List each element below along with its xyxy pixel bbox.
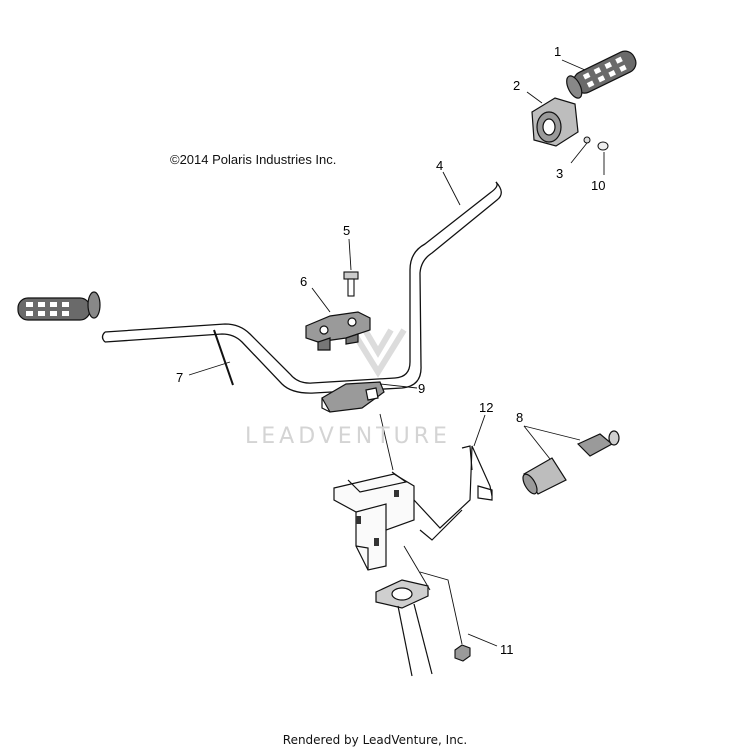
callout-4: 4 [436, 158, 443, 173]
steering-post [375, 579, 433, 677]
right-grip [566, 50, 637, 99]
leader-lines [188, 59, 605, 647]
watermark-emblem [349, 328, 407, 378]
bolt [343, 271, 359, 297]
set-screw [583, 136, 591, 144]
copyright-notice: ©2014 Polaris Industries Inc. [170, 152, 337, 167]
callout-12: 12 [479, 400, 493, 415]
callout-11: 11 [500, 642, 514, 657]
callout-8: 8 [516, 410, 523, 425]
callout-1: 1 [554, 44, 561, 59]
callout-9: 9 [418, 381, 425, 396]
lower-clamp [321, 381, 385, 413]
left-grip [17, 291, 101, 321]
callout-10: 10 [591, 178, 605, 193]
handlebar [101, 181, 502, 394]
callout-2: 2 [513, 78, 520, 93]
cable-tie [213, 329, 234, 386]
throttle-block [531, 97, 579, 147]
callout-5: 5 [343, 223, 350, 238]
plug-cap [597, 141, 609, 151]
mounting-bracket [333, 445, 493, 571]
callout-6: 6 [300, 274, 307, 289]
watermark-text: LEADVENTURE [245, 424, 451, 449]
bar-end-weight [522, 430, 620, 495]
nut [454, 644, 471, 662]
upper-clamp [305, 311, 371, 351]
callout-3: 3 [556, 166, 563, 181]
footer-credit: Rendered by LeadVenture, Inc. [282, 733, 468, 747]
callout-7: 7 [176, 370, 183, 385]
